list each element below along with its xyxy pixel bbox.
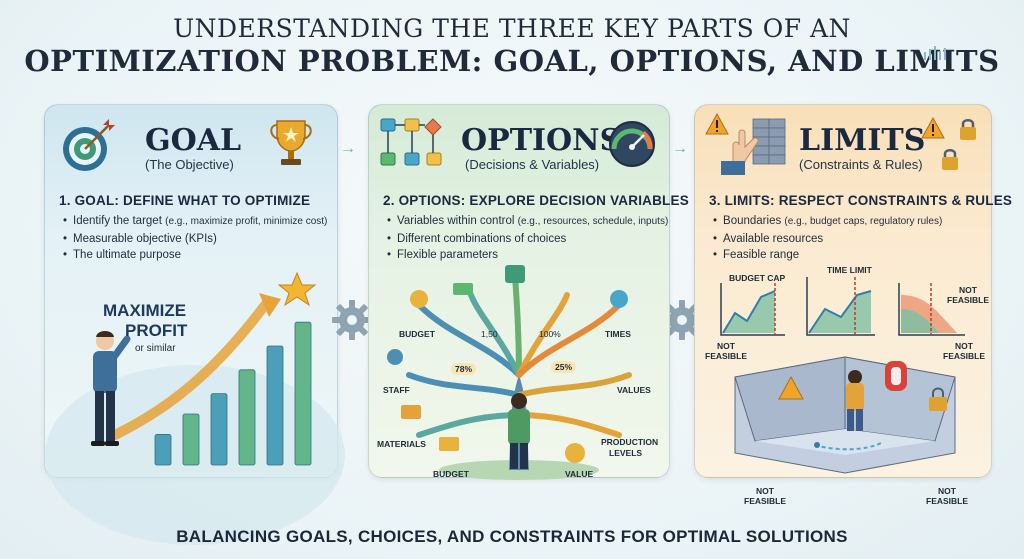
warning-icon — [921, 116, 945, 139]
main-title-line-2: OPTIMIZATION PROBLEM: GOAL, OPTIONS, AND… — [24, 44, 1000, 78]
options-section-title: 2. OPTIONS: EXPLORE DECISION VARIABLES — [383, 193, 689, 208]
connector-arrow-icon: → — [340, 140, 356, 157]
options-subheading: (Decisions & Variables) — [465, 157, 600, 172]
limits-section-title: 3. LIMITS: RESPECT CONSTRAINTS & RULES — [709, 193, 1013, 208]
options-bullet: Flexible parameters — [387, 247, 668, 264]
profit-label: PROFIT — [125, 321, 188, 340]
tree-label-value: 100% — [539, 329, 561, 339]
trophy-icon — [270, 120, 312, 165]
person-figure — [91, 331, 131, 446]
options-panel: OPTIONS (Decisions & Variables) 2. OPTIO… — [368, 104, 689, 480]
dollar-coin-icon — [565, 443, 585, 463]
cash-icon — [453, 283, 473, 295]
stop-hand-icon — [885, 361, 907, 391]
time-limit-chart — [806, 277, 875, 336]
warning-icon — [705, 112, 729, 135]
decision-tree — [387, 265, 632, 480]
main-title-line-1: UNDERSTANDING THE THREE KEY PARTS OF AN — [173, 14, 851, 43]
goal-bullet: The ultimate purpose — [63, 247, 327, 264]
goal-bullet: Identify the target (e.g., maximize prof… — [63, 213, 327, 231]
options-bullet-note: (e.g., resources, schedule, inputs) — [517, 216, 669, 227]
tree-label-budget: BUDGET — [433, 469, 469, 479]
wallet-icon — [439, 437, 459, 451]
wall-enclosure — [734, 356, 956, 474]
budget-cap-label: BUDGET CAP — [729, 273, 786, 283]
goal-section-title: 1. GOAL: DEFINE WHAT TO OPTIMIZE — [59, 193, 311, 208]
clock-icon — [610, 290, 628, 308]
tree-label-production: PRODUCTION — [601, 437, 659, 447]
goal-bullet-note: (e.g., maximize profit, minimize cost) — [165, 216, 328, 227]
growth-bar — [266, 345, 284, 466]
lock-icon — [929, 387, 947, 411]
person-figure — [846, 370, 864, 431]
options-header: OPTIONS (Decisions & Variables) — [369, 105, 669, 181]
time-limit-label: TIME LIMIT — [827, 265, 872, 275]
tree-label-value: 78% — [451, 363, 477, 375]
options-bullet: Variables within control (e.g., resource… — [387, 213, 668, 231]
goal-subheading: (The Objective) — [145, 157, 234, 172]
star-icon — [277, 271, 317, 307]
mini-bar-chart-icon — [924, 46, 946, 60]
person-staff-icon — [387, 349, 403, 365]
or-similar-label: or similar — [135, 343, 176, 354]
goal-header: GOAL (The Objective) — [45, 105, 337, 181]
gauge-icon — [609, 121, 655, 167]
chart-icon — [505, 265, 525, 283]
layers-icon — [401, 405, 421, 419]
constraint-charts — [720, 277, 965, 474]
goal-growth-chart — [45, 271, 345, 545]
limits-header: LIMITS (Constraints & Rules) — [695, 105, 991, 181]
lock-icon — [942, 149, 958, 170]
growth-bar — [154, 433, 172, 466]
limits-bullet: Feasible range — [713, 247, 942, 264]
limits-panel: LIMITS (Constraints & Rules) 3. LIMITS: … — [694, 104, 1012, 478]
goal-heading: GOAL — [145, 123, 242, 158]
limits-bullet-note: (e.g., budget caps, regulatory rules) — [784, 216, 943, 227]
maximize-label: MAXIMIZE — [103, 301, 187, 320]
footer-caption: BALANCING GOALS, CHOICES, AND CONSTRAINT… — [176, 527, 848, 546]
tree-label-materials: MATERIALS — [377, 439, 426, 449]
options-heading: OPTIONS — [461, 123, 622, 158]
lock-icon — [960, 119, 976, 140]
goal-bullet-list: Identify the target (e.g., maximize prof… — [63, 213, 327, 264]
limits-heading: LIMITS — [799, 123, 926, 158]
feasible-region-chart — [898, 283, 965, 336]
growth-bar — [238, 369, 256, 466]
tree-label-production: LEVELS — [609, 448, 643, 458]
growth-bar — [294, 321, 312, 466]
options-bullet: Different combinations of choices — [387, 231, 668, 248]
tree-label-value: VALUE — [565, 469, 594, 479]
tree-label-budget: BUDGET — [399, 329, 435, 339]
goal-bullet: Measurable objective (KPIs) — [63, 231, 327, 248]
stop-hand-wall-icon — [721, 118, 786, 175]
options-bullet-list: Variables within control (e.g., resource… — [387, 213, 668, 264]
flowchart-icon — [380, 118, 442, 166]
warning-icon — [778, 375, 804, 400]
growth-bar — [182, 413, 200, 466]
connector-arrow-icon: → — [672, 140, 688, 157]
budget-cap-chart — [720, 283, 785, 336]
growth-bar — [210, 393, 228, 466]
target-icon — [63, 119, 115, 171]
limits-bullet: Boundaries (e.g., budget caps, regulator… — [713, 213, 942, 231]
limits-bullet: Available resources — [713, 231, 942, 248]
goal-panel: GOAL (The Objective) 1. GOAL: DEFINE WHA… — [44, 104, 345, 545]
tree-label-value: 25% — [551, 361, 577, 373]
limits-bullet-list: Boundaries (e.g., budget caps, regulator… — [713, 213, 942, 264]
tree-label-times: TIMES — [605, 329, 631, 339]
tree-label-values: VALUES — [617, 385, 651, 395]
money-bag-icon — [410, 290, 428, 308]
tree-label-staff: STAFF — [383, 385, 410, 395]
limits-subheading: (Constraints & Rules) — [799, 157, 923, 172]
tree-label-value: 1,50 — [481, 329, 498, 339]
person-figure — [508, 393, 530, 469]
